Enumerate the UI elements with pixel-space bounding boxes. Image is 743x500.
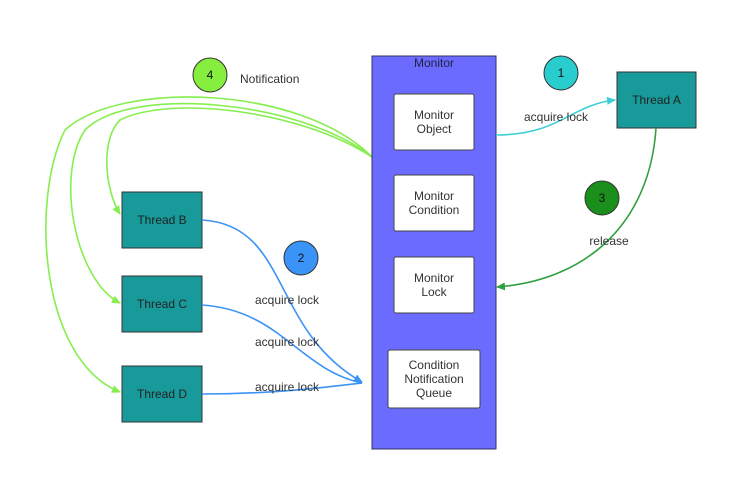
thread-a-box	[616, 71, 697, 129]
edge-label-acquire-b: acquire lock	[255, 293, 320, 307]
acquire-edge-thread-b	[201, 219, 363, 383]
monitor-condition-box	[393, 174, 475, 232]
thread-d-label: Thread D	[137, 387, 187, 401]
step-2-label: 2	[298, 251, 305, 265]
monitor-object-label: Object	[417, 122, 452, 136]
notification-edges	[45, 96, 373, 393]
monitor-lock-label: Monitor	[414, 271, 454, 285]
step-3-label: 3	[599, 191, 606, 205]
release-edge	[496, 127, 657, 291]
notify-edge-thread-c	[69, 102, 373, 304]
edge-label-release: release	[589, 234, 629, 248]
monitor-object-label: Monitor	[414, 108, 454, 122]
thread-c-label: Thread C	[137, 297, 187, 311]
thread-c-box	[121, 275, 203, 333]
edge-label-notification: Notification	[240, 72, 299, 86]
monitor-lock-label: Lock	[421, 285, 447, 299]
step-1-label: 1	[558, 66, 565, 80]
queue-edges	[201, 219, 363, 395]
notification-queue-label: Notification	[404, 372, 463, 386]
monitor-condition-label: Monitor	[414, 189, 454, 203]
monitor-object-box	[393, 93, 475, 151]
acquire-edge-thread-a	[495, 96, 616, 136]
notification-queue-label: Condition	[409, 358, 460, 372]
monitor-lock-box	[393, 256, 475, 314]
step-2-circle	[283, 240, 319, 276]
step-3-circle	[584, 180, 620, 216]
thread-b-box	[121, 191, 203, 249]
notification-queue-box	[387, 349, 481, 409]
thread-a-label: Thread A	[632, 93, 681, 107]
notify-edge-thread-b	[106, 107, 373, 215]
acquire-edge-thread-d	[201, 382, 363, 395]
acquire-edge-thread-c	[201, 304, 363, 384]
thread-b-label: Thread B	[137, 213, 186, 227]
monitor-title: Monitor	[414, 56, 454, 70]
step-4-label: 4	[207, 68, 214, 82]
monitor-condition-label: Condition	[409, 203, 460, 217]
edge-label-acquire-d: acquire lock	[255, 380, 320, 394]
edge-label-acquire-a: acquire lock	[524, 110, 589, 124]
edge-label-acquire-c: acquire lock	[255, 335, 320, 349]
step-1-circle	[543, 55, 579, 91]
notify-edge-thread-d	[45, 96, 373, 393]
notification-queue-label: Queue	[416, 386, 452, 400]
step-4-circle	[192, 57, 228, 93]
